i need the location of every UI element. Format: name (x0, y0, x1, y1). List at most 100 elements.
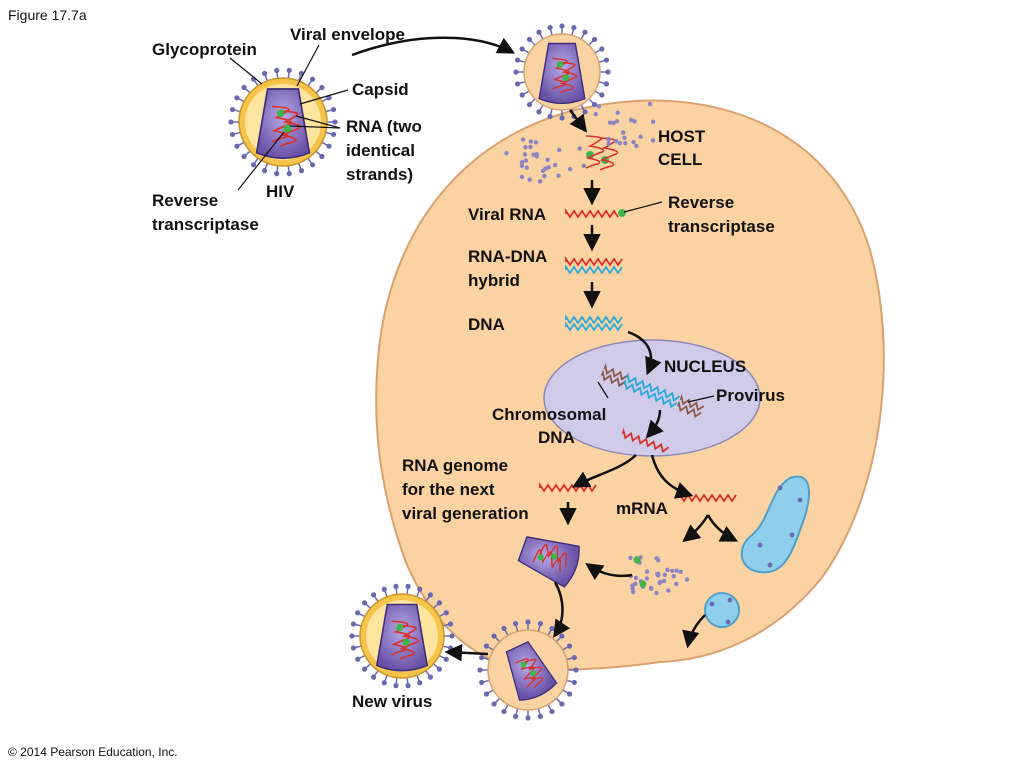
protein-dot (504, 150, 509, 156)
enzyme-dot (633, 556, 641, 564)
label-mrna: mRNA (616, 499, 668, 518)
protein-dot (596, 104, 602, 109)
provirus-dna-2 (623, 378, 678, 409)
process-arrows (351, 36, 739, 662)
label-viral-envelope: Viral envelope (290, 25, 405, 44)
protein-dot (650, 138, 656, 143)
protein-dot (628, 117, 634, 123)
protein-dot (669, 568, 675, 574)
budding-virion (477, 619, 579, 721)
arrow-to-transcript (645, 409, 664, 439)
label-genome-2: for the next (402, 480, 495, 499)
new-virus-particle (349, 583, 455, 689)
provirus-integration (600, 363, 705, 419)
arrow-to-nucleus (627, 330, 662, 376)
reverse-transcriptase-dot (618, 209, 626, 217)
protein-dot (628, 555, 633, 560)
label-glycoprotein: Glycoprotein (152, 40, 257, 59)
protein-dot (671, 573, 676, 579)
protein-dot (630, 586, 635, 591)
protein-dot (611, 120, 616, 126)
protein-dot (674, 581, 679, 587)
protein-dot (630, 589, 636, 595)
protein-dot (613, 138, 619, 144)
label-hybrid: RNA-DNA (468, 247, 547, 266)
protein-dot (534, 154, 540, 159)
label-nucleus: NUCLEUS (664, 357, 746, 376)
arrow-virus-entry (351, 36, 516, 57)
arrow-to-bud (553, 581, 571, 638)
protein-dot (638, 134, 643, 139)
chromosome-right-2 (676, 400, 702, 419)
label-chromosomal-2: DNA (538, 428, 575, 447)
label-new-virus: New virus (352, 692, 432, 711)
chromosome-right (679, 393, 705, 412)
protein-dot (522, 152, 528, 157)
protein-dot (662, 572, 667, 578)
protein-dot (567, 166, 573, 172)
dna-strand-1 (565, 314, 623, 325)
dna-strand-2 (565, 321, 623, 332)
label-rt-left: Reverse (152, 191, 218, 210)
label-hiv: HIV (266, 182, 295, 201)
label-rt-left-2: transcriptase (152, 215, 259, 234)
protein-dot (519, 174, 525, 180)
protein-dot (523, 158, 529, 163)
protein-dot (528, 139, 534, 144)
protein-dot (545, 157, 550, 163)
protein-dot (661, 578, 667, 584)
chromosome-left-2 (600, 369, 626, 388)
protein-dot (577, 146, 582, 151)
protein-dot (540, 168, 546, 174)
transcript-rna (621, 427, 670, 454)
genome-rna (539, 482, 597, 493)
label-provirus: Provirus (716, 386, 785, 405)
protein-dot (665, 567, 670, 573)
protein-dot (520, 137, 526, 142)
arrow-to-genome (571, 454, 637, 488)
protein-dot (647, 101, 653, 107)
protein-dot (648, 585, 654, 591)
protein-dot (533, 140, 539, 145)
protein-dot (622, 135, 627, 140)
label-rna-3: strands) (346, 165, 413, 184)
protein-dot (644, 576, 650, 581)
protein-dot (617, 141, 623, 146)
protein-dot (519, 163, 525, 169)
transport-vesicle (704, 592, 740, 628)
protein-dot (654, 590, 659, 596)
protein-dot (593, 111, 598, 117)
hybrid-dna-strand (565, 264, 623, 275)
label-rna: RNA (two (346, 117, 422, 136)
protein-dot (527, 177, 532, 182)
protein-dot (644, 569, 650, 574)
copyright: © 2014 Pearson Education, Inc. (8, 745, 178, 759)
figure-label: Figure 17.7a (8, 7, 87, 23)
protein-dot (658, 579, 663, 585)
protein-dot (523, 145, 528, 150)
arrow-release (444, 643, 489, 662)
label-rt-right-2: transcriptase (668, 217, 775, 236)
label-dna: DNA (468, 315, 505, 334)
label-hybrid-2: hybrid (468, 271, 520, 290)
protein-dot (528, 144, 533, 150)
protein-dot (546, 165, 551, 170)
protein-dot (581, 163, 587, 168)
protein-dot (621, 130, 626, 135)
protein-dot (552, 162, 558, 168)
hiv-virion (228, 67, 338, 177)
protein-dot (650, 119, 656, 125)
protein-dot (531, 152, 536, 157)
protein-dot (631, 139, 636, 145)
entering-virion (513, 23, 611, 121)
arrow-uncoat (569, 109, 588, 133)
arrow-to-mrna (650, 454, 694, 499)
hybrid-rna-strand (565, 256, 623, 267)
label-genome: RNA genome (402, 456, 508, 475)
protein-dot (606, 141, 611, 147)
endoplasmic-reticulum (740, 475, 810, 574)
protein-dot (606, 137, 611, 142)
chromosome-left (603, 363, 629, 381)
label-chromosomal: Chromosomal (492, 405, 606, 424)
